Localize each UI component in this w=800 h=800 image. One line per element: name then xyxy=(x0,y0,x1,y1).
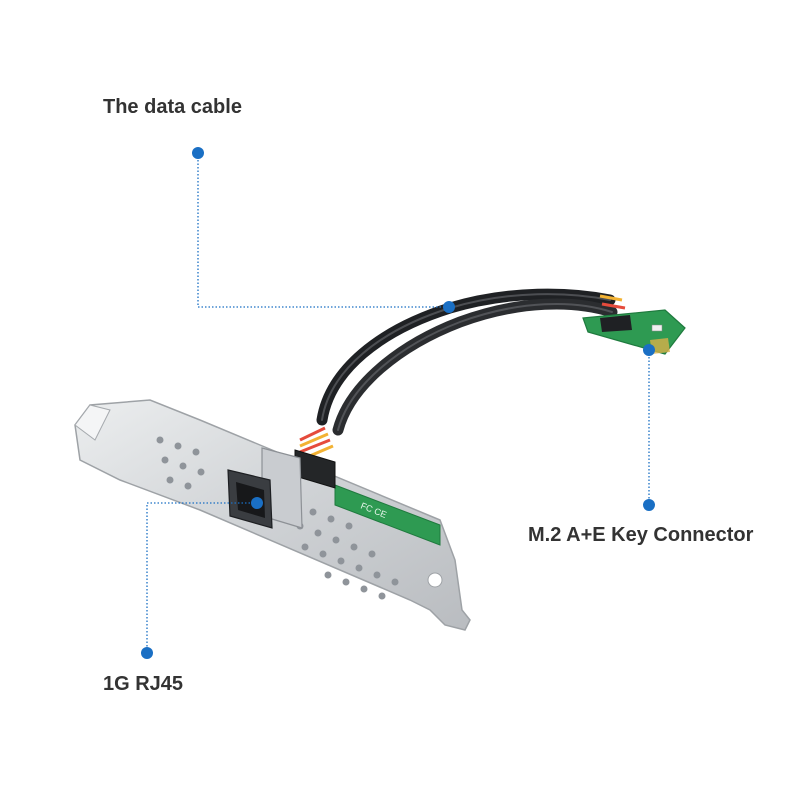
pcb-board: FC CE xyxy=(334,484,441,546)
callout-dot-icon xyxy=(251,497,263,509)
callout-dot-icon xyxy=(192,147,204,159)
label-m2-connector: M.2 A+E Key Connector xyxy=(528,524,754,546)
label-rj45: 1G RJ45 xyxy=(103,673,184,695)
label-data-cable: The data cable xyxy=(103,96,242,118)
m2-card xyxy=(582,309,686,355)
callout-data-cable xyxy=(192,147,455,313)
callout-dot-icon xyxy=(643,344,655,356)
data-cable xyxy=(299,288,626,460)
callout-m2-connector xyxy=(643,344,655,511)
rj45-port xyxy=(227,447,303,529)
callout-rj45 xyxy=(141,497,263,659)
callout-dot-icon xyxy=(141,647,153,659)
callout-dot-icon xyxy=(443,301,455,313)
callout-dot-icon xyxy=(643,499,655,511)
